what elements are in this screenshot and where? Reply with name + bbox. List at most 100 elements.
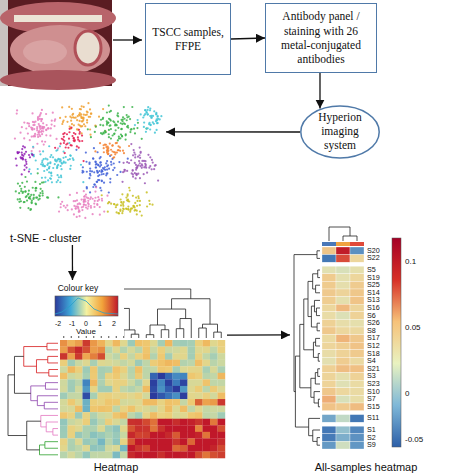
heatmap-cells [98, 419, 106, 426]
tsne-scatter [47, 179, 49, 181]
dendrogram [316, 308, 320, 309]
tsne-scatter [77, 136, 79, 138]
heatmap-cells [75, 366, 83, 373]
tsne-scatter [122, 205, 124, 207]
tsne-scatter [134, 156, 136, 158]
tsne-scatter [52, 112, 54, 114]
tsne-scatter [138, 197, 140, 199]
tsne-scatter [21, 173, 23, 175]
heatmap-cells [210, 392, 218, 399]
heatmap-cells [180, 340, 188, 347]
heatmap-cells [98, 392, 106, 399]
tsne-scatter [17, 182, 19, 184]
tsne-scatter [80, 164, 82, 166]
heatmap-cells [135, 366, 143, 373]
tsne-scatter [130, 129, 132, 131]
heatmap-cells [98, 340, 106, 347]
tsne-scatter [106, 172, 108, 174]
dendrogram [316, 346, 320, 347]
dendrogram [150, 325, 151, 335]
tsne-scatter [108, 136, 110, 138]
sample-label: S10 [367, 388, 380, 395]
tsne-scatter [122, 116, 124, 118]
tsne-scatter [109, 178, 111, 180]
dendrogram [314, 391, 320, 392]
tsne-scatter [102, 108, 104, 110]
figure-panel: t-SNE - cluster [10, 98, 166, 245]
heatmap-cells [135, 399, 143, 406]
dendrogram [45, 441, 58, 442]
heatmap-cells [158, 412, 166, 419]
dendrogram [313, 273, 318, 274]
tsne-scatter [94, 131, 96, 133]
tsne-scatter [78, 129, 80, 131]
tsne-scatter [59, 181, 61, 183]
tsne-scatter [108, 133, 110, 135]
flow-arrow [319, 73, 320, 109]
heatmap-cells [75, 353, 83, 360]
heatmap-cells [143, 360, 151, 367]
process-ellipse: Hyperion imaging system [300, 105, 380, 159]
tsne-scatter [145, 128, 147, 130]
tsne-scatter [88, 177, 90, 179]
tsne-scatter [87, 205, 89, 207]
heatmap-cells [68, 406, 76, 413]
tsne-scatter [30, 194, 32, 196]
tsne-scatter [120, 198, 122, 200]
tsne-scatter [132, 195, 134, 197]
tsne-scatter [51, 181, 53, 183]
heatmap-cells [195, 366, 203, 373]
tsne-scatter [152, 115, 154, 117]
tsne-scatter [39, 150, 41, 152]
heatmap-cells [350, 426, 364, 434]
tsne-scatter [35, 187, 37, 189]
tsne-scatter [107, 202, 109, 204]
heatmap-cells [105, 379, 113, 386]
tsne-scatter [88, 163, 90, 165]
tsne-scatter [69, 168, 71, 170]
tsne-scatter [32, 154, 34, 156]
heatmap-cells [150, 438, 158, 445]
heatmap-cells [336, 350, 350, 358]
tsne-scatter [144, 182, 146, 184]
tsne-scatter [83, 190, 85, 192]
heatmap-cells [60, 366, 68, 373]
tsne-scatter [26, 199, 28, 201]
heatmap-cells [210, 347, 218, 354]
dendrogram [300, 324, 304, 325]
heatmap-cells [322, 441, 336, 449]
tsne-scatter [151, 168, 153, 170]
tsne-scatter [49, 161, 51, 163]
heatmap-cells [188, 425, 196, 432]
heatmap-cells [180, 373, 188, 380]
heatmap-cells [322, 388, 336, 396]
tsne-scatter [61, 201, 63, 203]
tsne-scatter [153, 123, 155, 125]
heatmap-cells [150, 386, 158, 393]
tsne-scatter [92, 186, 94, 188]
tongue-photo [0, 70, 116, 90]
heatmap-cells [75, 347, 83, 354]
heatmap-cells [98, 452, 106, 459]
tsne-scatter [92, 213, 94, 215]
heatmap-cells [218, 347, 226, 354]
tsne-scatter [147, 154, 149, 156]
heatmap-cells [113, 419, 121, 426]
dendrogram [41, 415, 58, 416]
tsne-scatter [55, 150, 57, 152]
tsne-scatter [27, 193, 29, 195]
heatmap-cells [195, 399, 203, 406]
tsne-scatter [148, 200, 150, 202]
tsne-scatter [137, 156, 139, 158]
tsne-scatter [54, 163, 56, 165]
heatmap-cells [128, 412, 136, 419]
tsne-scatter [84, 114, 86, 116]
heatmap-cells [113, 425, 121, 432]
tsne-scatter [95, 186, 97, 188]
heatmap-cells [83, 392, 91, 399]
heatmap-cells [113, 366, 121, 373]
heatmap-cells [135, 406, 143, 413]
heatmap-cells [83, 419, 91, 426]
heatmap-cells [210, 340, 218, 347]
